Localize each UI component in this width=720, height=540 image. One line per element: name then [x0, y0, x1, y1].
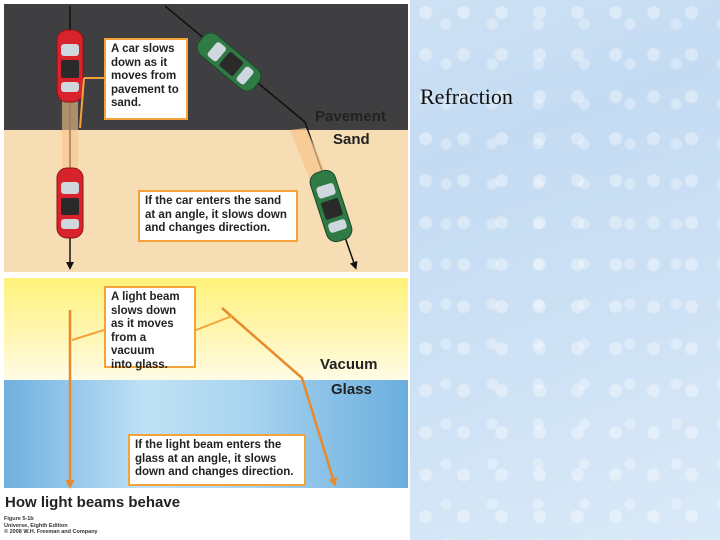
red-car-icon — [56, 167, 84, 239]
label-sand: Sand — [333, 131, 370, 148]
figure-credit: Figure 5-1b Universe, Eighth Edition © 2… — [4, 516, 98, 535]
callout-car-angle: If the car enters the sand at an angle, … — [138, 190, 298, 242]
slide-title: Refraction — [420, 84, 513, 109]
callout-car-pavement: A car slows down as it moves from paveme… — [104, 38, 188, 120]
angled-light-beam — [221, 307, 338, 487]
callout-light-vacuum: A light beam slows down as it moves from… — [104, 286, 196, 371]
label-pavement: Pavement — [315, 108, 386, 125]
vacuum-region — [4, 278, 408, 380]
callout-light-angle: If the light beam enters the glass at an… — [128, 434, 306, 486]
label-glass: Glass — [331, 381, 372, 398]
refraction-figure: A car slows down as it moves from paveme… — [4, 4, 408, 535]
green-car-icon — [309, 169, 353, 243]
red-car-icon — [56, 29, 84, 103]
green-car-icon — [196, 32, 262, 92]
callout-leader — [79, 77, 85, 129]
label-vacuum: Vacuum — [320, 356, 378, 373]
refraction-artwork — [56, 5, 358, 489]
callout-leader — [195, 315, 233, 331]
figure-caption: How light beams behave — [5, 494, 181, 511]
callout-leader — [71, 329, 105, 341]
